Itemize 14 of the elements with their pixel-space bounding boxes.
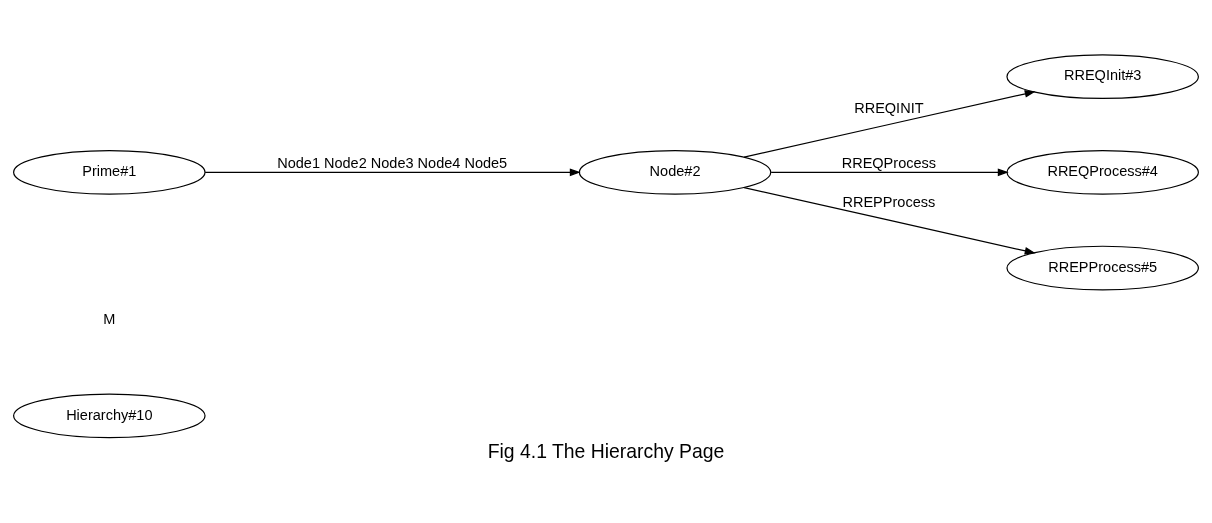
- edge-label: Node1 Node2 Node3 Node4 Node5: [277, 154, 508, 171]
- arrow: [743, 89, 1036, 158]
- edge-label: RREQINIT: [854, 99, 924, 116]
- edge-label: RREQProcess: [841, 154, 937, 171]
- label: M: [103, 310, 116, 327]
- node-ellipse: RREQProcess#4: [1006, 149, 1199, 195]
- edge-label: RREPProcess: [842, 193, 936, 210]
- node-ellipse: Hierarchy#10: [13, 392, 206, 438]
- caption: Fig 4.1 The Hierarchy Page: [487, 439, 725, 462]
- node-ellipse: Node#2: [578, 149, 772, 195]
- arrow: [743, 186, 1036, 255]
- arrow: [770, 168, 1009, 176]
- node-ellipse: Prime#1: [13, 149, 206, 195]
- arrow: [204, 168, 581, 176]
